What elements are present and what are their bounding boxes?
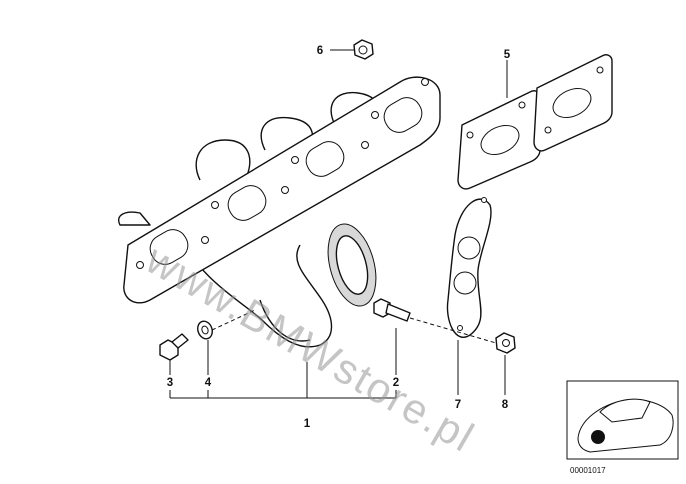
callout-4: 4 [205, 377, 212, 389]
flange-nut [353, 39, 374, 60]
callout-8: 8 [502, 399, 509, 411]
assembly-line [211, 309, 256, 331]
callout-6: 6 [317, 45, 323, 57]
callout-5: 5 [504, 49, 511, 61]
callout-7: 7 [455, 399, 461, 411]
callout-1: 1 [304, 418, 311, 430]
car-roof [599, 398, 651, 423]
exhaust-manifold [118, 76, 441, 348]
hex-nut [495, 332, 516, 354]
location-marker [591, 430, 605, 444]
manifold-gasket [457, 54, 613, 190]
diagram-reference-number: 00001017 [570, 466, 606, 475]
hex-bolt-short [159, 333, 189, 361]
outlet-gasket [446, 197, 492, 338]
callout-3: 3 [167, 377, 173, 389]
hex-bolt-long [373, 298, 411, 322]
washer [197, 320, 213, 340]
callout-2: 2 [393, 377, 399, 389]
car-location-thumbnail [566, 380, 679, 460]
assembly-line [409, 317, 497, 344]
